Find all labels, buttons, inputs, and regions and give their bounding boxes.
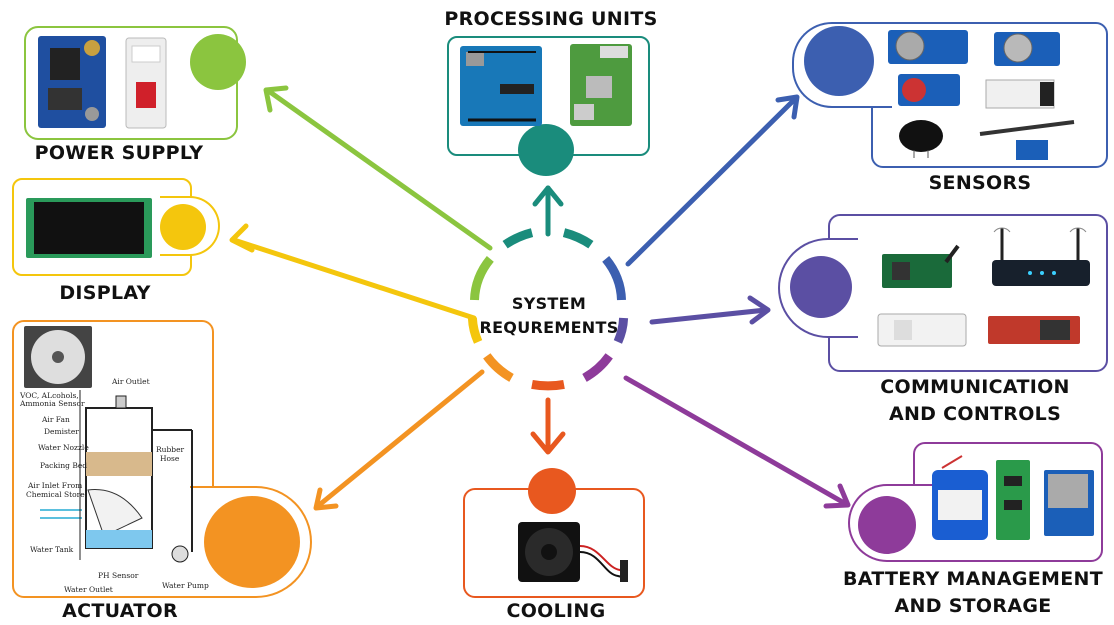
label-battery-line1: BATTERY MANAGEMENT xyxy=(843,568,1103,590)
label-water-tank: Water Tank xyxy=(30,545,74,554)
cooling-circle xyxy=(528,468,576,514)
label-water-nozzle: Water Nozzle xyxy=(38,443,89,452)
lcd-screen xyxy=(26,198,152,258)
sd-card-module xyxy=(1044,470,1094,536)
label-voc-sensor-2: Ammonia Sensor xyxy=(19,399,85,408)
esp-board xyxy=(988,316,1080,344)
arrow-actuator xyxy=(313,369,485,511)
hub-title-line1: SYSTEM xyxy=(511,294,587,313)
actuator-diagram xyxy=(24,326,193,563)
label-ph-sensor: PH Sensor xyxy=(98,571,139,580)
arduino-board xyxy=(460,46,542,126)
gas-sensor-module-2 xyxy=(994,32,1060,66)
arrow-communication xyxy=(649,295,771,325)
label-processing-units: PROCESSING UNITS xyxy=(444,8,658,30)
smart-switch xyxy=(877,313,967,347)
battery-circle xyxy=(858,496,916,554)
bms-board xyxy=(996,460,1030,540)
lithium-battery xyxy=(932,455,988,540)
arrow-battery xyxy=(623,375,851,509)
gas-sensor-module xyxy=(888,30,968,64)
hub-title-line2: REQUREMENTS xyxy=(479,318,619,337)
hub-title: SYSTEM REQUREMENTS xyxy=(474,292,624,340)
label-air-inlet-2: Chemical Store xyxy=(26,490,85,499)
label-actuator: ACTUATOR xyxy=(62,600,178,622)
buck-converter-board xyxy=(38,36,106,128)
sensors-circle xyxy=(804,26,874,96)
label-voc-sensor-1: VOC, ALcohols, xyxy=(19,391,79,400)
label-demister: Demister xyxy=(44,427,79,436)
arrow-power-supply xyxy=(263,85,493,251)
router xyxy=(992,227,1090,286)
processing-units-circle xyxy=(518,124,574,176)
cooling-fan xyxy=(518,522,628,582)
label-water-pump: Water Pump xyxy=(162,581,209,590)
ph-probe xyxy=(979,120,1075,160)
label-air-fan: Air Fan xyxy=(41,415,70,424)
actuator-circle xyxy=(204,496,300,588)
label-water-outlet: Water Outlet xyxy=(64,585,113,594)
display-circle xyxy=(160,204,206,250)
arrow-processing-units xyxy=(532,185,564,237)
arrow-display xyxy=(229,223,477,321)
label-cooling: COOLING xyxy=(506,600,606,622)
label-air-outlet: Air Outlet xyxy=(111,377,150,386)
label-power-supply: POWER SUPPLY xyxy=(34,142,204,164)
circuit-breaker xyxy=(125,37,167,129)
arrow-sensors xyxy=(625,94,800,267)
label-packing-bed: Packing Bed xyxy=(40,461,87,470)
label-display: DISPLAY xyxy=(59,282,151,304)
label-sensors: SENSORS xyxy=(928,172,1032,194)
label-battery: BATTERY MANAGEMENT AND STORAGE xyxy=(832,566,1114,620)
mq-sensor-module xyxy=(898,74,960,106)
label-air-inlet-1: Air Inlet From xyxy=(27,481,82,490)
arrow-cooling xyxy=(530,397,566,455)
label-rubber-hose-2: Hose xyxy=(160,454,180,463)
communication-circle xyxy=(790,256,852,318)
buzzer xyxy=(899,120,943,158)
gsm-module xyxy=(882,244,960,288)
humidity-sensor xyxy=(985,79,1055,109)
label-communication: COMMUNICATION AND CONTROLS xyxy=(840,374,1110,428)
hub-ring xyxy=(467,228,629,391)
power-supply-circle xyxy=(190,34,246,90)
communication-box xyxy=(828,214,1108,372)
label-battery-line2: AND STORAGE xyxy=(894,595,1052,617)
label-communication-line1: COMMUNICATION xyxy=(880,376,1070,398)
label-communication-line2: AND CONTROLS xyxy=(888,403,1062,425)
raspberry-pi-board xyxy=(570,44,632,126)
label-rubber-hose-1: Rubber xyxy=(156,445,185,454)
